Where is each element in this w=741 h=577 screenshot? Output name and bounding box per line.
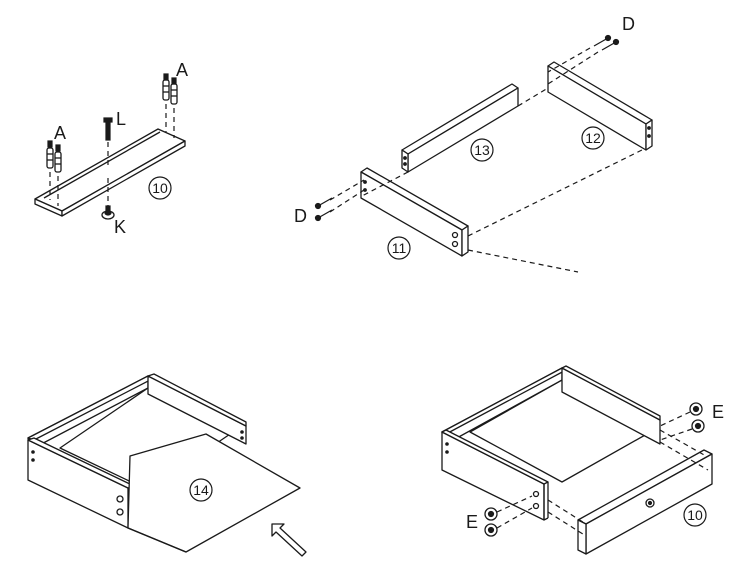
screw-label-bottom: D — [294, 206, 307, 226]
bottom-panel-part-14 — [127, 433, 301, 553]
screw-l — [103, 117, 113, 168]
screws-d-top — [547, 34, 620, 85]
front-panel-number: 10 — [687, 507, 703, 523]
screws-d-bottom — [314, 179, 365, 222]
left-side-part-number-circle — [387, 236, 411, 260]
front-panel-part-10-attach — [577, 449, 713, 555]
right-side-part-number-circle — [581, 126, 605, 150]
drawer-box-assembled — [441, 365, 661, 521]
dowel-label-right: A — [176, 60, 188, 80]
front-panel-number-circle — [683, 503, 707, 527]
left-side-part-number: 11 — [392, 240, 407, 256]
cam-locks-top — [659, 402, 705, 441]
knob-label: K — [114, 217, 126, 237]
knob-k — [101, 178, 115, 220]
screw-label-top: D — [622, 14, 635, 34]
front-panel-part-10 — [34, 128, 186, 217]
cam-label-top: E — [712, 402, 724, 422]
screw-label: L — [116, 109, 126, 129]
dowel-pins-right — [162, 73, 178, 138]
step2-frame-assembly: D D 13 12 11 — [294, 14, 653, 273]
dowel-pins-left — [46, 140, 62, 206]
cam-label-bottom: E — [466, 512, 478, 532]
alignment-dashes — [361, 87, 647, 273]
step1-front-panel-assembly: A A L K 10 — [34, 60, 188, 237]
left-side-panel-part-11 — [360, 167, 469, 257]
front-alignment-dashes — [547, 429, 709, 537]
back-part-number-circle — [470, 138, 494, 162]
insert-direction-arrow-icon — [271, 523, 307, 557]
step3-bottom-panel-insert: 14 — [27, 373, 307, 557]
dowel-label-left: A — [54, 123, 66, 143]
step4-front-attach: E E 10 — [441, 365, 724, 555]
bottom-panel-number: 14 — [193, 482, 209, 498]
back-panel-part-13 — [401, 83, 519, 173]
part-number-circle — [148, 176, 172, 200]
right-side-panel-part-12 — [547, 61, 653, 151]
right-side-part-number: 12 — [585, 130, 601, 146]
bottom-panel-number-circle — [189, 478, 213, 502]
part-number: 10 — [152, 180, 168, 196]
drawer-box-open-front — [27, 373, 247, 529]
cam-locks-bottom — [484, 495, 533, 537]
back-part-number: 13 — [474, 142, 490, 158]
